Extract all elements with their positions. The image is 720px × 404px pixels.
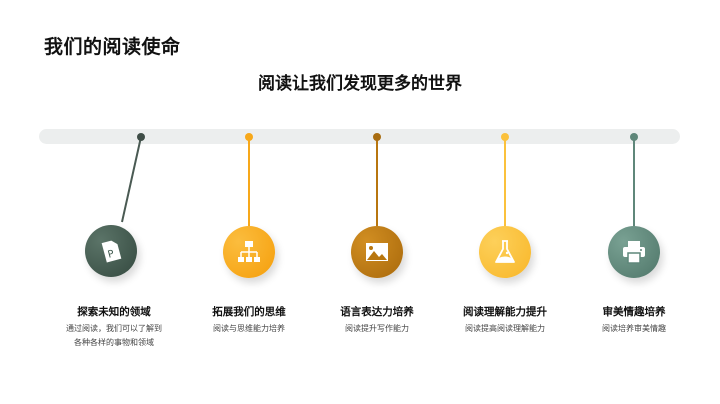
document-p-icon: P xyxy=(101,240,122,263)
page-subtitle: 阅读让我们发现更多的世界 xyxy=(258,74,462,94)
page-title: 我们的阅读使命 xyxy=(44,36,181,58)
item-desc-comprehension: 阅读提高阅读理解能力 xyxy=(465,324,545,333)
item-desc-expression: 阅读提升写作能力 xyxy=(345,324,409,333)
timeline-node-aesthetics[interactable] xyxy=(608,226,660,278)
timeline-bar xyxy=(39,129,680,144)
printer-icon xyxy=(623,241,645,264)
image-icon xyxy=(366,243,388,261)
timeline-node-comprehension[interactable] xyxy=(479,226,531,278)
flask-icon xyxy=(495,240,515,263)
hierarchy-icon xyxy=(238,241,260,262)
timeline-node-thinking[interactable] xyxy=(223,226,275,278)
item-desc-aesthetics: 阅读培养审美情趣 xyxy=(602,324,666,333)
item-title-thinking: 拓展我们的思维 xyxy=(212,306,286,318)
item-title-comprehension: 阅读理解能力提升 xyxy=(463,306,547,318)
timeline-node-expression[interactable] xyxy=(351,226,403,278)
timeline-node-explore[interactable]: P xyxy=(85,225,137,277)
item-title-aesthetics: 审美情趣培养 xyxy=(602,306,666,318)
svg-text:P: P xyxy=(107,249,116,261)
item-title-expression: 语言表达力培养 xyxy=(340,306,414,318)
item-title-explore: 探索未知的领域 xyxy=(77,306,151,318)
item-desc-explore: 通过阅读，我们可以了解到各种各样的事物和领域 xyxy=(66,324,162,347)
item-desc-thinking: 阅读与思维能力培养 xyxy=(213,324,285,333)
